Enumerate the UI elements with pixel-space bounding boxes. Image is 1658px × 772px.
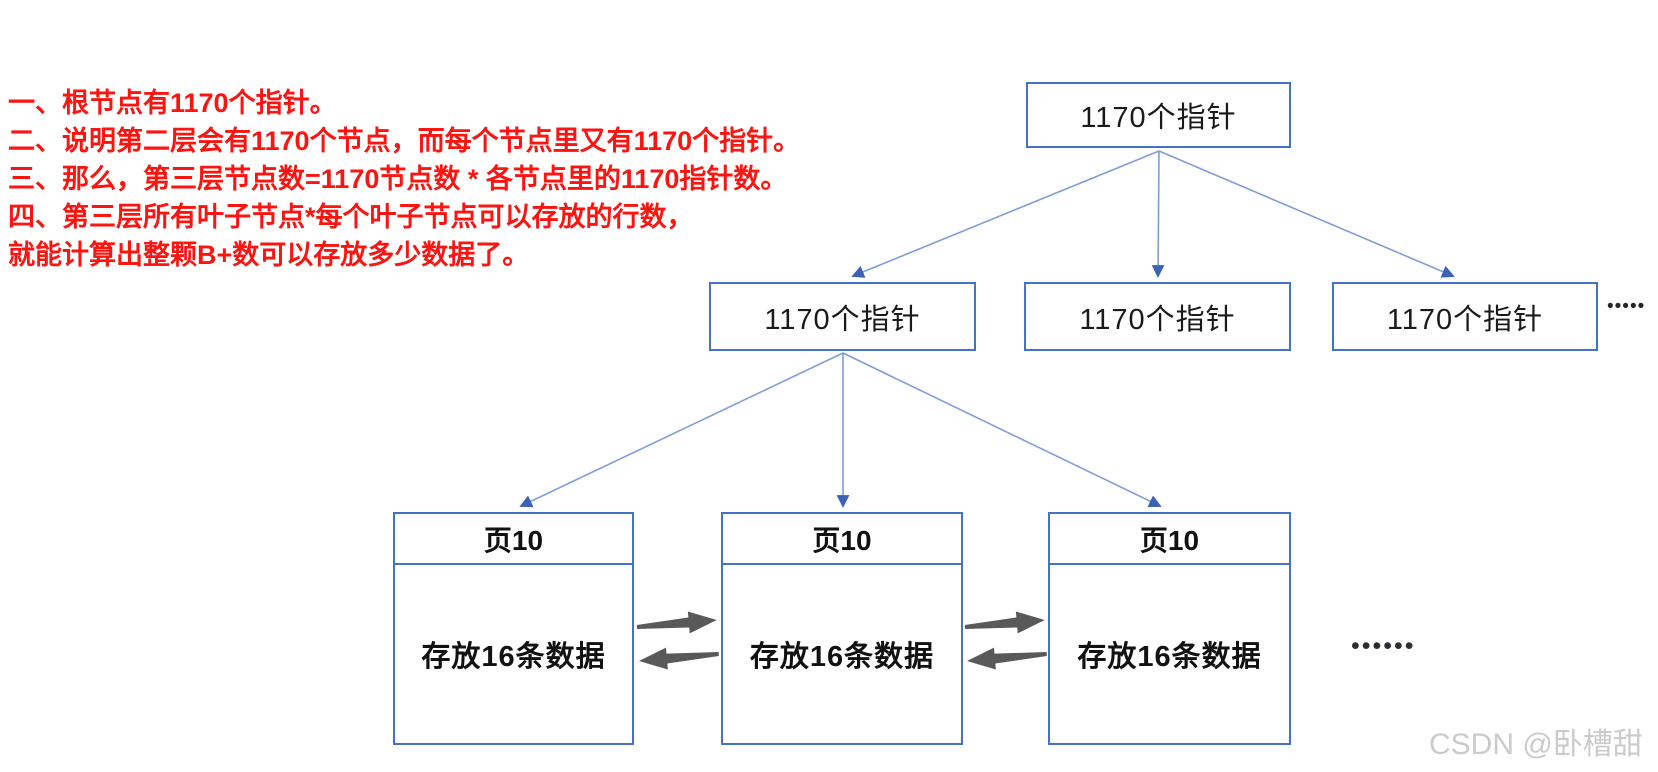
leaf-node-2: 页10 存放16条数据 [721,512,963,745]
leaf-node-3: 页10 存放16条数据 [1048,512,1291,745]
leaf-data-label: 存放16条数据 [421,641,606,673]
leaf-ellipsis: •••••• [1351,632,1416,660]
annotation-line-4: 四、第三层所有叶子节点*每个叶子节点可以存放的行数， [8,202,694,232]
csdn-watermark: CSDN @卧槽甜 [1429,728,1643,761]
leaf-page-title: 页10 [1050,514,1289,565]
leaf-link-arrow-left-icon [639,647,719,670]
level2-node-3: 1170个指针 [1332,282,1598,351]
root-node: 1170个指针 [1026,82,1291,148]
leaf-page-title: 页10 [395,514,632,565]
level2-node-2: 1170个指针 [1024,282,1291,351]
level2-node-label: 1170个指针 [1079,303,1236,336]
level2-node-label: 1170个指针 [1386,303,1544,336]
leaf-link-arrow-right-icon [964,611,1045,634]
leaf-link-arrow-left-icon [967,647,1047,670]
annotation-line-5: 就能计算出整颗B+数可以存放多少数据了。 [8,240,530,270]
leaf-page-title: 页10 [723,514,961,565]
leaf-data-label: 存放16条数据 [1077,641,1262,673]
annotation-line-2: 二、说明第二层会有1170个节点，而每个节点里又有1170个指针。 [8,126,801,156]
leaf-link-arrow-right-icon [636,611,717,634]
level2-node-1: 1170个指针 [709,282,976,351]
annotation-line-3: 三、那么，第三层节点数=1170节点数 * 各节点里的1170指针数。 [8,164,788,194]
level2-node-label: 1170个指针 [764,303,921,336]
level2-ellipsis: ••••• [1607,296,1646,317]
leaf-node-1: 页10 存放16条数据 [393,512,634,745]
annotation-line-1: 一、根节点有1170个指针。 [8,88,337,118]
level2-fanout-lines [519,352,1162,508]
root-fanout-lines [851,150,1455,278]
annotation-notes: 一、根节点有1170个指针。 二、说明第二层会有1170个节点，而每个节点里又有… [8,84,800,274]
leaf-data-label: 存放16条数据 [749,641,935,673]
root-node-label: 1170个指针 [1080,102,1237,134]
